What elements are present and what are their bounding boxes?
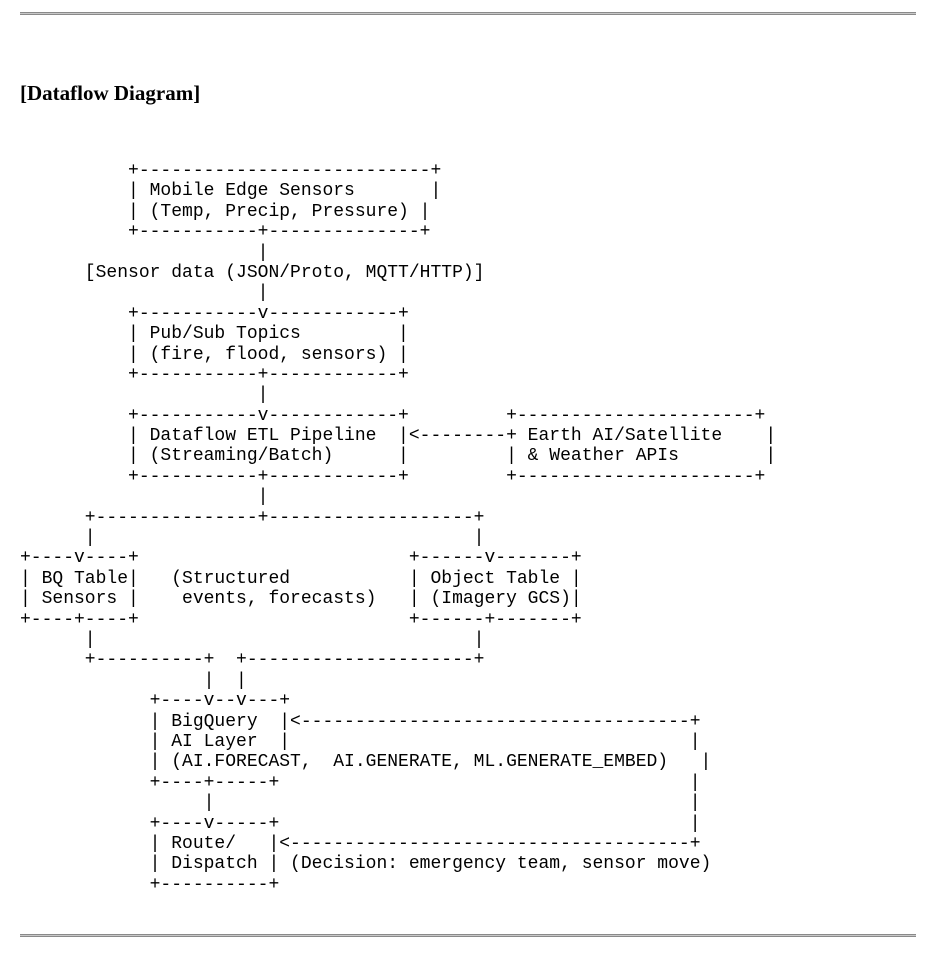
diagram-line: | (AI.FORECAST, AI.GENERATE, ML.GENERATE… [20,752,712,773]
ascii-dataflow-diagram: +---------------------------+ | Mobile E… [20,161,776,895]
diagram-line: | Pub/Sub Topics | [20,324,409,345]
diagram-line: +-----------+------------+ [20,364,409,385]
diagram-line: | Route/ |<-----------------------------… [20,833,701,854]
diagram-line: | | [20,528,485,549]
diagram-line: +----------+ [20,874,280,895]
diagram-line: [Sensor data (JSON/Proto, MQTT/HTTP)] [20,262,485,283]
diagram-line: +----------+ +---------------------+ [20,650,485,671]
diagram-line: +-----------+------------+ +------------… [20,466,766,487]
diagram-line: | (fire, flood, sensors) | [20,344,409,365]
diagram-line: +-----------v------------+ +------------… [20,405,766,426]
diagram-line: +---------------------------+ [20,161,442,181]
diagram-line: | [20,242,269,263]
diagram-line: | BQ Table| (Structured | Object Table | [20,568,582,589]
diagram-line: | AI Layer | | [20,731,701,752]
diagram-line: | BigQuery |<---------------------------… [20,711,701,732]
diagram-line: | (Streaming/Batch) | | & Weather APIs | [20,446,777,467]
diagram-line: +----v-----+ | [20,813,701,834]
diagram-line: | Dispatch | (Decision: emergency team, … [20,854,712,875]
diagram-heading: [Dataflow Diagram] [20,81,201,105]
diagram-line: | Sensors | events, forecasts) | (Imager… [20,589,582,610]
diagram-line: | Dataflow ETL Pipeline |<--------+ Eart… [20,426,777,447]
diagram-line: | | [20,793,701,814]
diagram-line: +-----------+--------------+ [20,222,431,243]
diagram-line: | | [20,670,247,691]
diagram-line: | [20,385,269,406]
bottom-horizontal-rule [20,934,916,937]
diagram-line: | [20,487,269,508]
diagram-line: +----v----+ +------v-------+ [20,548,582,569]
diagram-line: +----+----+ +------+-------+ [20,609,582,630]
diagram-line: | [20,283,269,304]
diagram-line: +----+-----+ | [20,772,701,793]
diagram-line: | Mobile Edge Sensors | [20,181,442,202]
diagram-line: +-----------v------------+ [20,303,409,324]
diagram-line: +----v--v---+ [20,691,291,712]
diagram-line: | (Temp, Precip, Pressure) | [20,201,431,222]
diagram-line: +---------------+-------------------+ [20,507,485,528]
top-horizontal-rule [20,12,916,15]
diagram-line: | | [20,629,485,650]
